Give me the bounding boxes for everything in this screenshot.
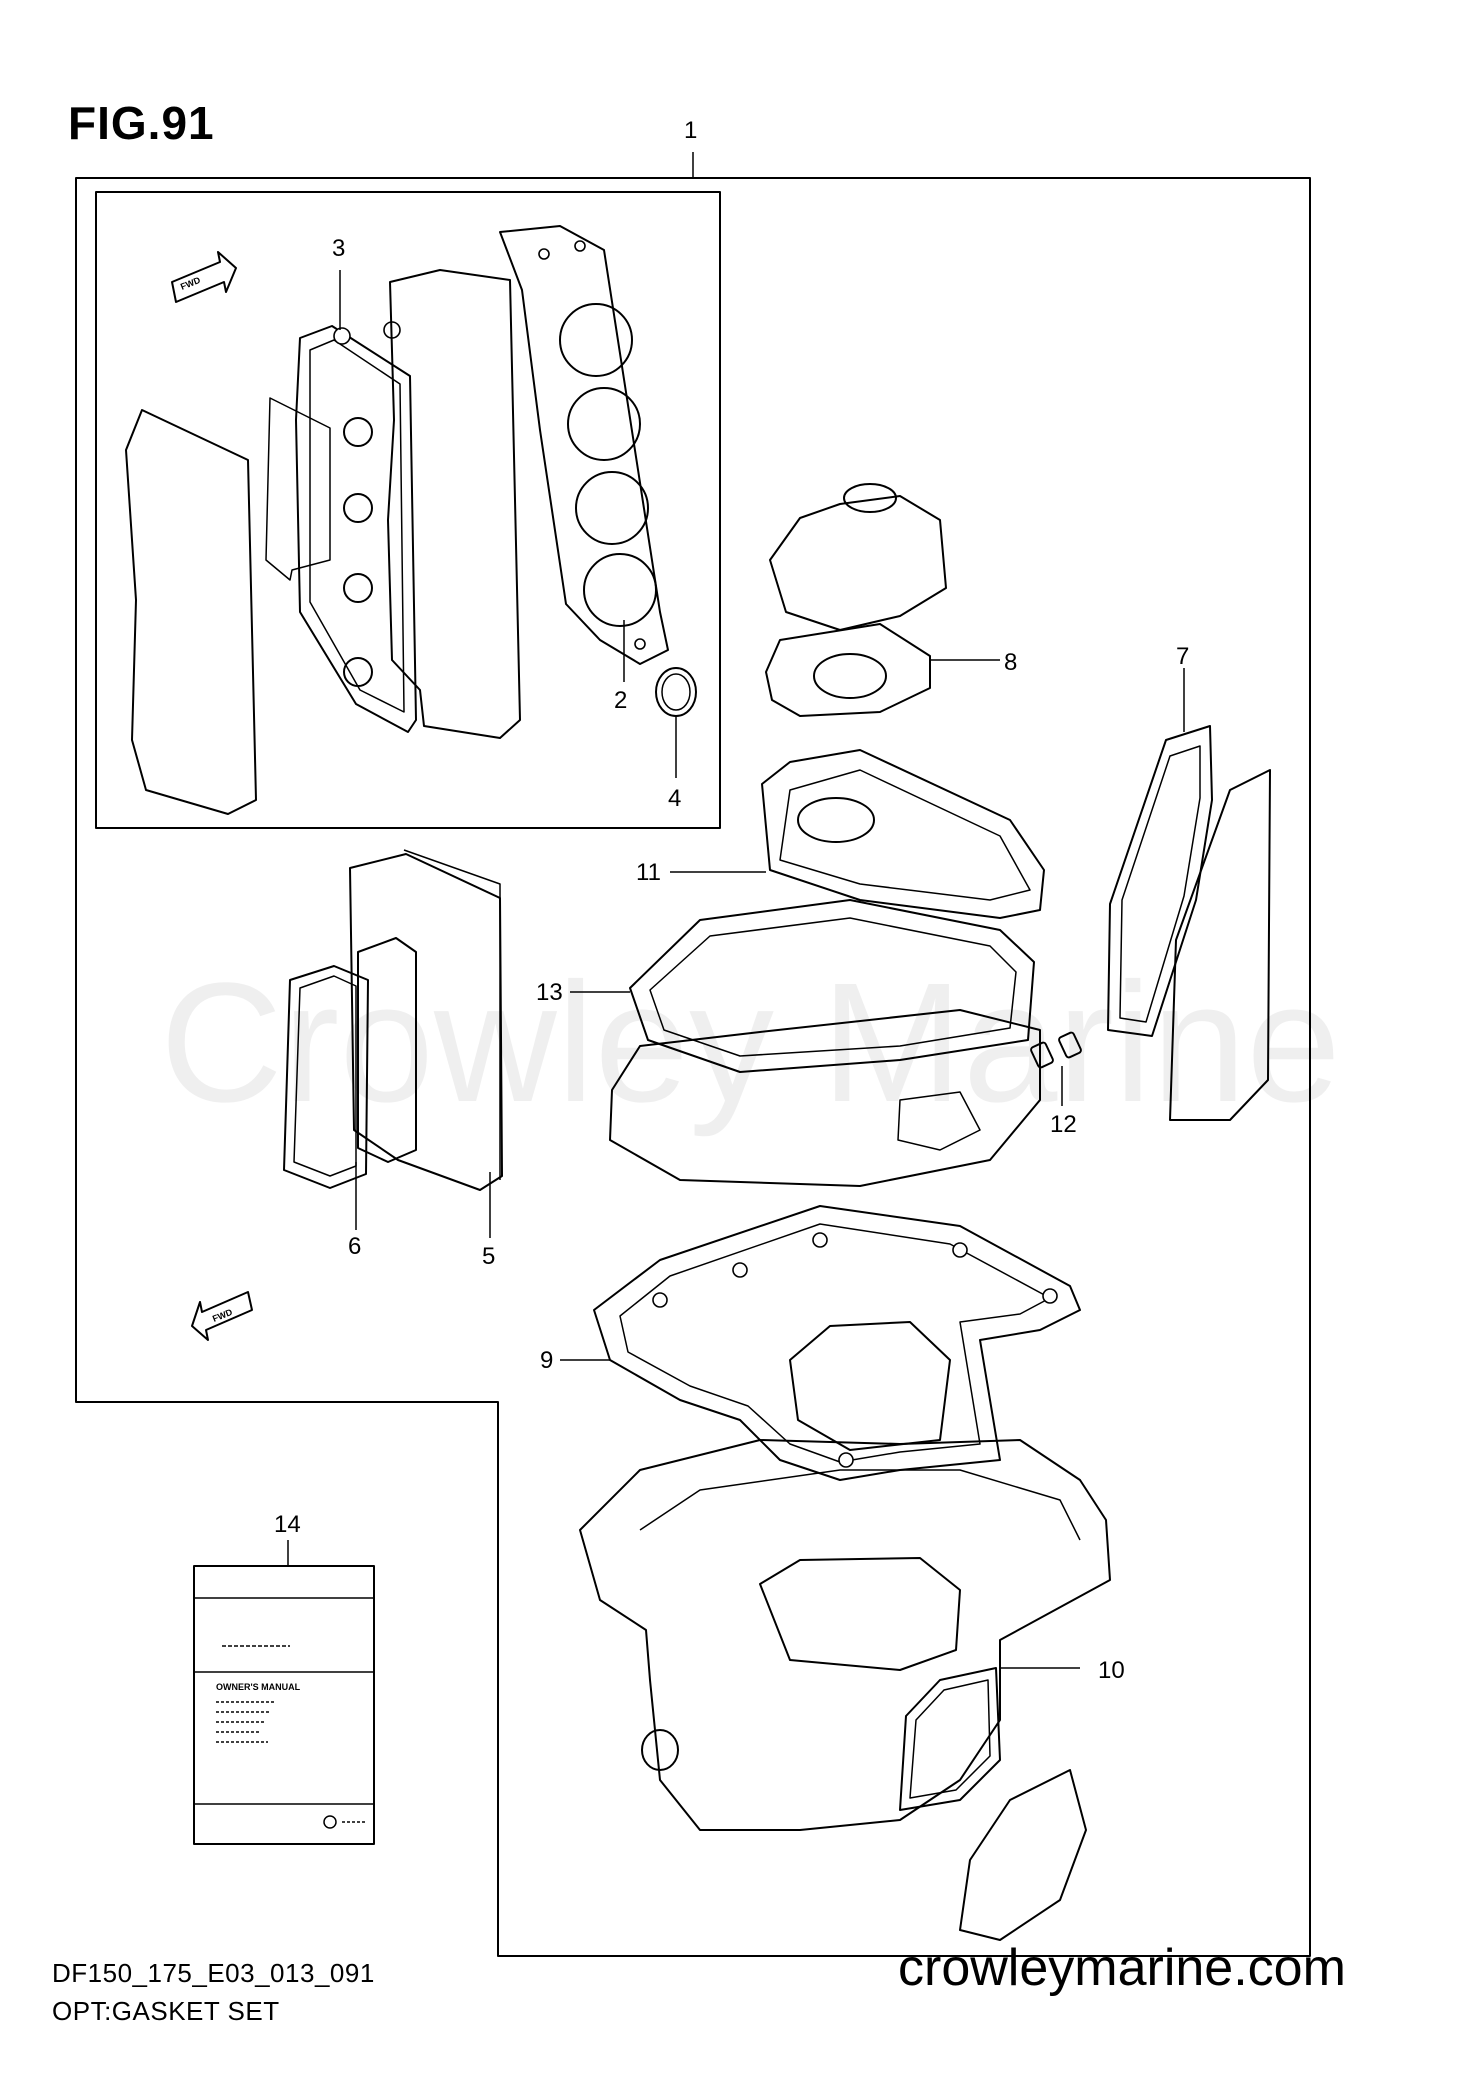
callout-3: 3 — [332, 235, 345, 262]
part-10-drive-shaft-housing — [579, 1439, 1111, 1941]
manual-outline — [193, 1565, 375, 1845]
figure-code: DF150_175_E03_013_091 — [52, 1958, 375, 1988]
head-set-box — [95, 191, 721, 829]
callout-13: 13 — [536, 979, 563, 1006]
brand-logo-icon — [323, 1815, 337, 1829]
callout-2: 2 — [614, 687, 627, 714]
callout-8: 8 — [1004, 649, 1017, 676]
part-7-side-gasket — [1107, 725, 1271, 1121]
website-label: crowleymarine.com — [898, 1939, 1346, 1997]
part-8-thermostat-gasket — [765, 483, 947, 717]
callout-7: 7 — [1176, 643, 1189, 670]
callout-4: 4 — [668, 785, 681, 812]
fwd-label-bottom: FWD — [211, 1307, 234, 1324]
part-2-cylinder-head-gasket — [499, 225, 669, 665]
part-5-exhaust-cover-gasket — [349, 849, 503, 1191]
part-12-small-gaskets — [1030, 1031, 1082, 1069]
figure-name: OPT:GASKET SET — [52, 1996, 280, 2026]
part-14-owners-manual: OWNER'S MANUAL — [193, 1565, 375, 1845]
part-timing-gasket-left — [125, 409, 257, 815]
figure-title: FIG.91 — [68, 97, 215, 149]
callout-12: 12 — [1050, 1111, 1077, 1138]
callout-11: 11 — [636, 859, 661, 886]
fwd-arrow-top: FWD — [171, 251, 237, 303]
cylinder-block-outline — [387, 269, 521, 739]
watermark: Crowley Marine — [160, 948, 1341, 1138]
part-13-oil-pan-gasket — [609, 899, 1041, 1187]
callout-6: 6 — [348, 1233, 361, 1260]
part-9-housing-gasket — [593, 1205, 1081, 1481]
part-small-cover — [265, 397, 331, 581]
part-11-cover-gasket — [761, 749, 1045, 919]
callout-14: 14 — [274, 1511, 301, 1538]
part-6-exhaust-gasket — [283, 937, 417, 1189]
callout-5: 5 — [482, 1243, 495, 1270]
callout-1: 1 — [684, 117, 697, 144]
fwd-arrow-bottom: FWD — [191, 1291, 253, 1341]
part-3-head-cover-gasket — [295, 321, 417, 733]
callout-9: 9 — [540, 1347, 553, 1374]
callout-10: 10 — [1098, 1657, 1125, 1684]
manual-title: OWNER'S MANUAL — [216, 1682, 301, 1692]
kit-boundary — [75, 177, 1311, 1957]
